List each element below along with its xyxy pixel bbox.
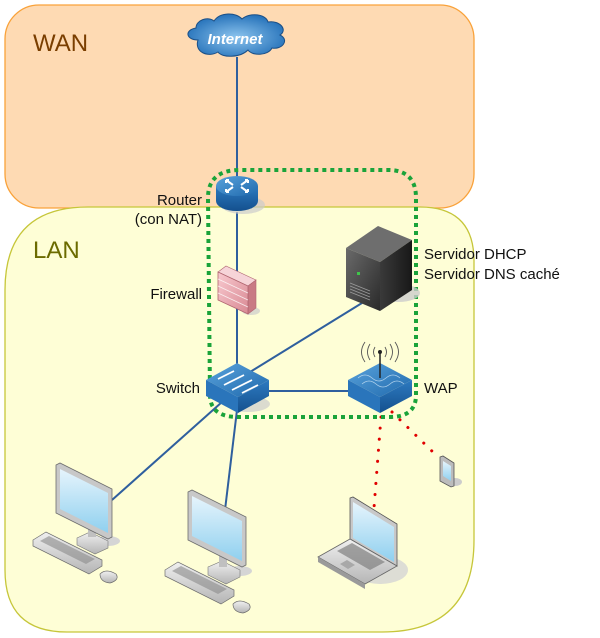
switch-icon [206, 363, 270, 413]
desktop-computer-icon [32, 462, 120, 584]
core-devices-group-outline [205, 168, 418, 419]
wireless-links [372, 410, 440, 510]
firewall-icon [217, 265, 260, 315]
phone-node[interactable] [439, 455, 462, 488]
server-label-line1: Servidor DHCP [424, 246, 527, 263]
wap-label: WAP [424, 380, 458, 397]
wap-node[interactable]: WAP [348, 341, 458, 413]
link-switch-server [236, 302, 363, 381]
laptop-icon [317, 496, 408, 589]
desktop-pc-1[interactable] [32, 462, 120, 584]
link-switch-pc2 [224, 409, 238, 511]
desktop-pc-2[interactable] [164, 489, 252, 614]
link-wap-laptop [372, 415, 383, 510]
router-label-line1: Router [157, 192, 202, 209]
link-wap-phone [390, 410, 440, 459]
mobile-device-icon [439, 455, 462, 488]
switch-node[interactable]: Switch [156, 363, 270, 413]
router-node[interactable]: Router (con NAT) [135, 176, 265, 228]
router-icon [216, 176, 265, 214]
wireless-access-point-icon [348, 341, 412, 413]
server-icon [346, 226, 420, 311]
server-label-line2: Servidor DNS caché [424, 266, 560, 283]
firewall-node[interactable]: Firewall [150, 265, 260, 315]
desktop-computer-icon [164, 489, 252, 614]
server-node[interactable]: Servidor DHCP Servidor DNS caché [346, 226, 560, 311]
wan-label: WAN [33, 30, 88, 57]
wan-zone: WAN [4, 4, 475, 209]
lan-label: LAN [33, 237, 80, 264]
internet-node[interactable]: Internet [187, 13, 285, 57]
firewall-label: Firewall [150, 286, 202, 303]
laptop-node[interactable] [317, 496, 408, 589]
cloud-icon [187, 13, 285, 57]
router-label-line2: (con NAT) [135, 211, 202, 228]
internet-label: Internet [207, 31, 263, 48]
link-switch-pc1 [111, 401, 223, 501]
switch-label: Switch [156, 380, 200, 397]
